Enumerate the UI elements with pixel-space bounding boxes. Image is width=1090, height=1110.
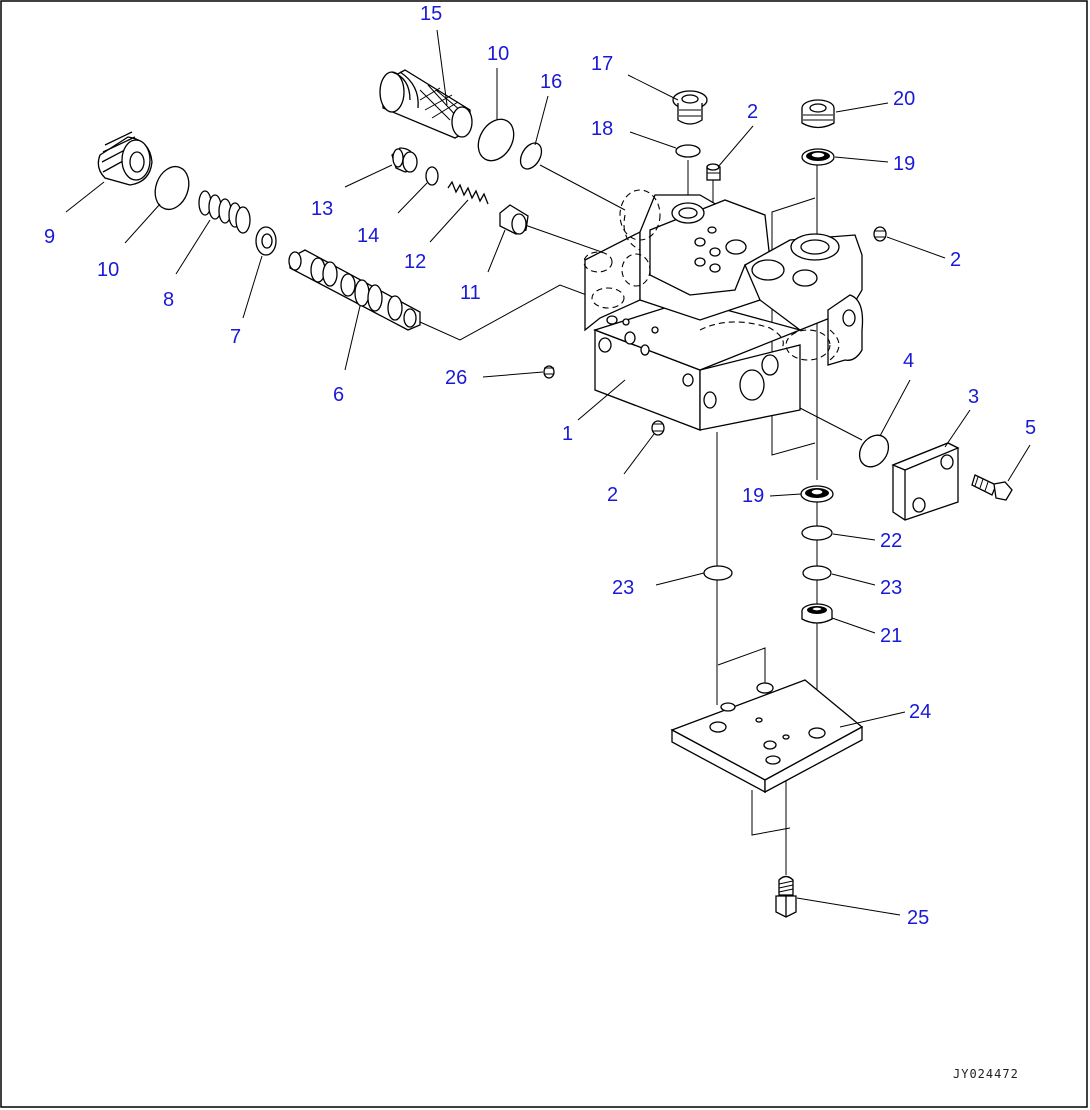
spring-8-part [198, 190, 251, 234]
callout-24: 24 [909, 701, 931, 723]
callout-26: 26 [445, 367, 467, 389]
seal-19b-part [800, 485, 834, 503]
seal-19a-part [801, 148, 835, 166]
callout-14: 14 [357, 225, 379, 247]
ring-22-part [801, 525, 833, 541]
o-ring-10b-part [477, 118, 515, 162]
bolt-25-part [775, 875, 797, 918]
plug-17-part [672, 90, 708, 125]
callout-19-lower: 19 [742, 485, 764, 507]
callout-3: 3 [968, 386, 979, 408]
plug-20-part [801, 99, 835, 129]
callouts: 15 10 16 17 18 2 20 19 2 13 14 12 11 9 1… [44, 3, 1036, 929]
ring-18-part [675, 144, 701, 158]
callout-12: 12 [404, 251, 426, 273]
spool-6-part [288, 249, 421, 331]
callout-15: 15 [420, 3, 442, 25]
callout-16: 16 [540, 71, 562, 93]
o-ring-10a-part [154, 165, 190, 211]
seal-21-part [801, 603, 833, 624]
plate-24-part [670, 679, 864, 794]
drawing-reference: JY024472 [953, 1067, 1019, 1081]
callout-11: 11 [460, 282, 481, 304]
callout-10a: 10 [97, 259, 119, 281]
callout-19-top: 19 [893, 153, 915, 175]
callout-10b: 10 [487, 43, 509, 65]
callout-22: 22 [880, 530, 902, 552]
callout-23-right: 23 [880, 577, 902, 599]
callout-1: 1 [562, 423, 573, 445]
callout-2-lower: 2 [607, 484, 618, 506]
callout-8: 8 [163, 289, 174, 311]
filter-15-part [379, 69, 473, 139]
ring-16-part [519, 142, 543, 170]
callout-4: 4 [903, 350, 914, 372]
callout-2-top: 2 [747, 101, 758, 123]
plug-2-top-part [706, 163, 721, 181]
callout-23-left: 23 [612, 577, 634, 599]
leader-lines [65, 29, 1031, 916]
callout-2-right: 2 [950, 249, 961, 271]
callout-18: 18 [591, 118, 613, 140]
plug-26-part [543, 365, 555, 379]
callout-5: 5 [1025, 417, 1036, 439]
retainer-7-part [255, 226, 277, 256]
cover-3-part [891, 442, 960, 521]
valve-body [583, 189, 864, 431]
ring-23a-part [703, 565, 733, 581]
callout-13: 13 [311, 198, 333, 220]
callout-20: 20 [893, 88, 915, 110]
callout-7: 7 [230, 326, 241, 348]
plug-2-right-part [873, 226, 887, 242]
o-ring-4-part [858, 434, 890, 468]
poppet-13-part [391, 147, 418, 173]
callout-21: 21 [880, 625, 902, 647]
callout-6: 6 [333, 384, 344, 406]
callout-25: 25 [907, 907, 929, 929]
callout-17: 17 [591, 53, 613, 75]
plug-9-part [97, 131, 153, 186]
spring-12-part [447, 180, 489, 205]
seat-11-part [499, 204, 529, 235]
callout-9: 9 [44, 226, 55, 248]
plug-2-lower-part [651, 420, 665, 436]
ball-14-part [425, 166, 439, 186]
ring-23b-part [802, 565, 832, 581]
bolt-5-part [971, 474, 1013, 501]
